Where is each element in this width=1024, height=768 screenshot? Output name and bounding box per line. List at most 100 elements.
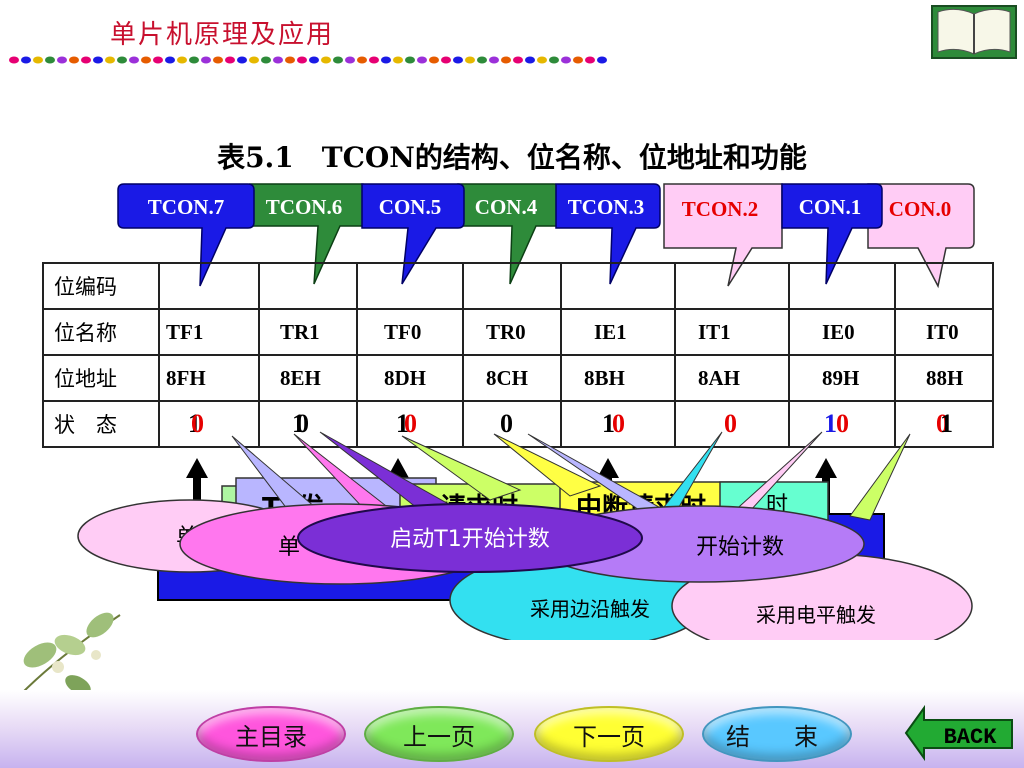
bead xyxy=(273,56,283,64)
bead xyxy=(513,56,523,64)
bead xyxy=(477,56,487,64)
bead xyxy=(381,56,391,64)
state-value: 1 xyxy=(824,409,837,438)
level-trigger-label: 采用电平触发 xyxy=(756,603,876,627)
bead xyxy=(297,56,307,64)
bead xyxy=(573,56,583,64)
state-value: 1 xyxy=(602,409,615,438)
row-label-bit-code: 位编码 xyxy=(42,262,160,310)
row-label-bit-name: 位名称 xyxy=(42,308,160,356)
bead xyxy=(333,56,343,64)
table-cell xyxy=(356,262,464,310)
table-row-state: 状 态 1 0 1 0 1 0 0 1 0 0 1 0 0 1 xyxy=(42,400,994,448)
state-value: 1 xyxy=(940,409,953,438)
state-value: 0 xyxy=(500,409,513,438)
bead xyxy=(465,56,475,64)
table-title: 表5.1 TCON的结构、位名称、位地址和功能 xyxy=(217,141,807,174)
state-value: 0 xyxy=(836,409,849,438)
bead xyxy=(141,56,151,64)
state-value: 0 xyxy=(724,409,737,438)
end-button[interactable]: 结 束 xyxy=(702,706,852,762)
state-cell: 0 xyxy=(462,400,562,448)
bead xyxy=(57,56,67,64)
state-value: 0 xyxy=(296,409,309,438)
callout-tcon3: TCON.3 xyxy=(555,183,661,285)
bead xyxy=(177,56,187,64)
state-cell: 1 0 xyxy=(560,400,676,448)
prev-page-button[interactable]: 上一页 xyxy=(364,706,514,762)
table-cell xyxy=(560,262,676,310)
state-value: 0 xyxy=(612,409,625,438)
bead xyxy=(441,56,451,64)
bit-addr-cell: 88H xyxy=(894,354,994,402)
bead xyxy=(249,56,259,64)
callout-label-tcon5: CON.5 xyxy=(379,195,441,219)
callout-label-tcon4: CON.4 xyxy=(475,195,538,219)
start-t1-ellipse xyxy=(297,503,643,573)
callout-label-tcon0: CON.0 xyxy=(889,197,951,221)
bit-name-cell: IE1 xyxy=(560,308,676,356)
start-t1-label: 启动T1开始计数 xyxy=(390,527,549,552)
bead xyxy=(321,56,331,64)
bead xyxy=(117,56,127,64)
callout-label-tcon7: TCON.7 xyxy=(148,195,224,219)
bit-name-cell: TR0 xyxy=(462,308,562,356)
callout-tcon0: CON.0 xyxy=(867,183,975,289)
state-value: 0 xyxy=(191,409,204,438)
bead xyxy=(525,56,535,64)
bead xyxy=(393,56,403,64)
book-icon xyxy=(931,5,1017,59)
state-value: 0 xyxy=(936,409,949,438)
bit-name-cell: TF1 xyxy=(158,308,260,356)
bead xyxy=(549,56,559,64)
bead xyxy=(225,56,235,64)
bit-name-cell: IT0 xyxy=(894,308,994,356)
callout-tcon1: CON.1 xyxy=(781,183,883,285)
bead xyxy=(405,56,415,64)
single-label-2: 单 xyxy=(278,535,300,560)
bit-addr-cell: 8AH xyxy=(674,354,790,402)
row-label-state: 状 态 xyxy=(42,400,160,448)
bead xyxy=(9,56,19,64)
start-count-label: 开始计数 xyxy=(696,535,784,560)
state-cell: 0 xyxy=(674,400,790,448)
row-label-bit-addr: 位地址 xyxy=(42,354,160,402)
callout-label-tcon1: CON.1 xyxy=(799,195,861,219)
bead xyxy=(597,56,607,64)
next-page-button[interactable]: 下一页 xyxy=(534,706,684,762)
bead xyxy=(81,56,91,64)
edge-trigger-label: 采用边沿触发 xyxy=(530,597,650,621)
main-menu-button[interactable]: 主目录 xyxy=(196,706,346,762)
bead xyxy=(129,56,139,64)
bit-name-cell: IT1 xyxy=(674,308,790,356)
bit-addr-cell: 8FH xyxy=(158,354,260,402)
bead xyxy=(21,56,31,64)
bead xyxy=(69,56,79,64)
bit-addr-cell: 89H xyxy=(788,354,896,402)
bead xyxy=(237,56,247,64)
table-cell xyxy=(158,262,260,310)
bead xyxy=(357,56,367,64)
bead xyxy=(189,56,199,64)
table-cell xyxy=(788,262,896,310)
bead xyxy=(261,56,271,64)
bead xyxy=(453,56,463,64)
callout-label-tcon2: TCON.2 xyxy=(682,197,758,221)
table-cell xyxy=(894,262,994,310)
back-button[interactable]: BACK xyxy=(904,704,1016,762)
state-value: 1 xyxy=(396,409,409,438)
bit-name-cell: IE0 xyxy=(788,308,896,356)
bead xyxy=(561,56,571,64)
bead xyxy=(201,56,211,64)
bead xyxy=(165,56,175,64)
table-cell xyxy=(258,262,358,310)
bit-name-cell: TF0 xyxy=(356,308,464,356)
bead xyxy=(429,56,439,64)
bead xyxy=(33,56,43,64)
bead xyxy=(105,56,115,64)
state-cell: 1 0 xyxy=(788,400,896,448)
leaf-decoration-icon xyxy=(19,612,121,696)
table-row-bit-name: 位名称 TF1 TR1 TF0 TR0 IE1 IT1 IE0 IT0 xyxy=(42,308,994,356)
callout-tcon7: TCON.7 xyxy=(117,183,255,287)
callout-tcon2: TCON.2 xyxy=(663,183,783,287)
